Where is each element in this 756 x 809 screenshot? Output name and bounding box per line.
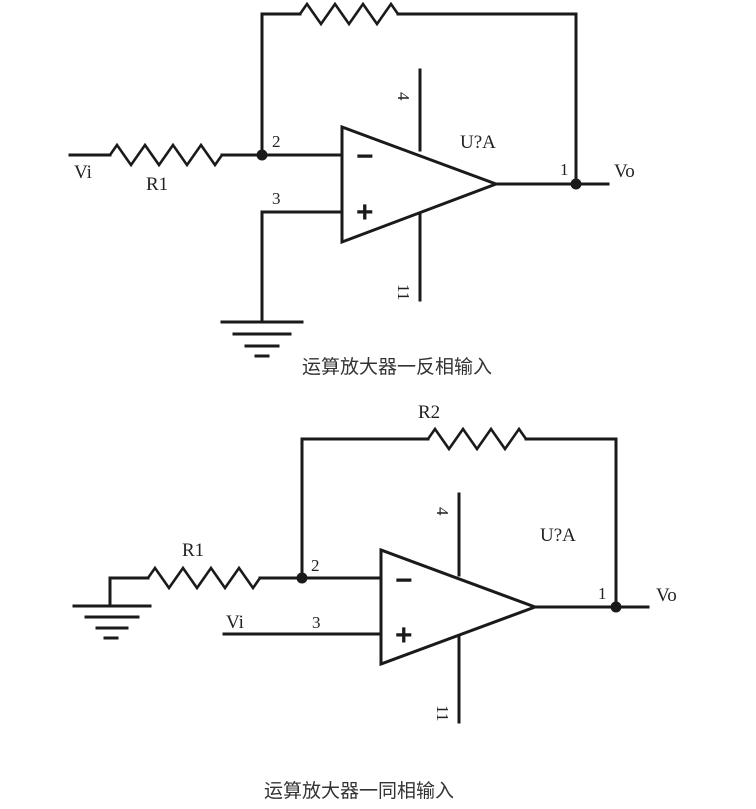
junction-node-1 (610, 601, 622, 613)
opamp-label: U?A (540, 525, 576, 546)
pin-label-4: 4 (433, 507, 452, 516)
pin-label-1: 1 (560, 160, 569, 179)
feedback-wire-left (260, 12, 302, 157)
input-label: Vi (226, 612, 244, 633)
r2-label: R2 (418, 402, 440, 423)
minus-sign: − (395, 564, 413, 597)
pin-label-3: 3 (312, 613, 321, 632)
feedback-wire-left (300, 437, 430, 580)
feedback-resistor (298, 1, 400, 27)
pin-label-11: 11 (394, 284, 413, 300)
minus-sign: − (356, 140, 374, 173)
r1-label: R1 (146, 174, 168, 195)
input-label: Vi (74, 162, 92, 183)
inverting-circuit: − + Vi R1 2 3 4 11 U?A 1 Vo 运算放大器一反相输入 (68, 1, 635, 378)
plus-sign: + (356, 196, 374, 229)
ground-symbol (72, 576, 152, 640)
opamp-triangle (379, 547, 540, 667)
ground-symbol (220, 320, 304, 358)
resistor-r2 (426, 426, 528, 452)
output-label: Vo (656, 585, 677, 606)
resistor-r1 (146, 565, 262, 591)
caption-inverting: 运算放大器一反相输入 (302, 356, 492, 378)
output-label: Vo (614, 161, 635, 182)
feedback-wire-right (396, 12, 578, 186)
pin-label-2: 2 (311, 556, 320, 575)
caption-noninverting: 运算放大器一同相输入 (264, 780, 454, 802)
noninverting-circuit: − + R2 U?A R1 2 3 Vi 4 11 1 Vo 运算放大器一同相输… (72, 402, 677, 802)
pin-label-4: 4 (394, 92, 413, 101)
resistor-r1 (108, 142, 224, 168)
feedback-wire-right (524, 437, 618, 608)
opamp-triangle (340, 124, 501, 245)
opamp-label: U?A (460, 132, 496, 153)
pin-label-3: 3 (272, 189, 281, 208)
junction-node-1 (570, 178, 582, 190)
pin-label-1: 1 (598, 584, 607, 603)
junction-node-2 (296, 572, 308, 584)
r1-label: R1 (182, 540, 204, 561)
noninverting-input-wire (260, 210, 344, 324)
pin-label-11: 11 (433, 705, 452, 721)
junction-node-2 (256, 149, 268, 161)
pin-label-2: 2 (272, 132, 281, 151)
plus-sign: + (395, 619, 413, 652)
